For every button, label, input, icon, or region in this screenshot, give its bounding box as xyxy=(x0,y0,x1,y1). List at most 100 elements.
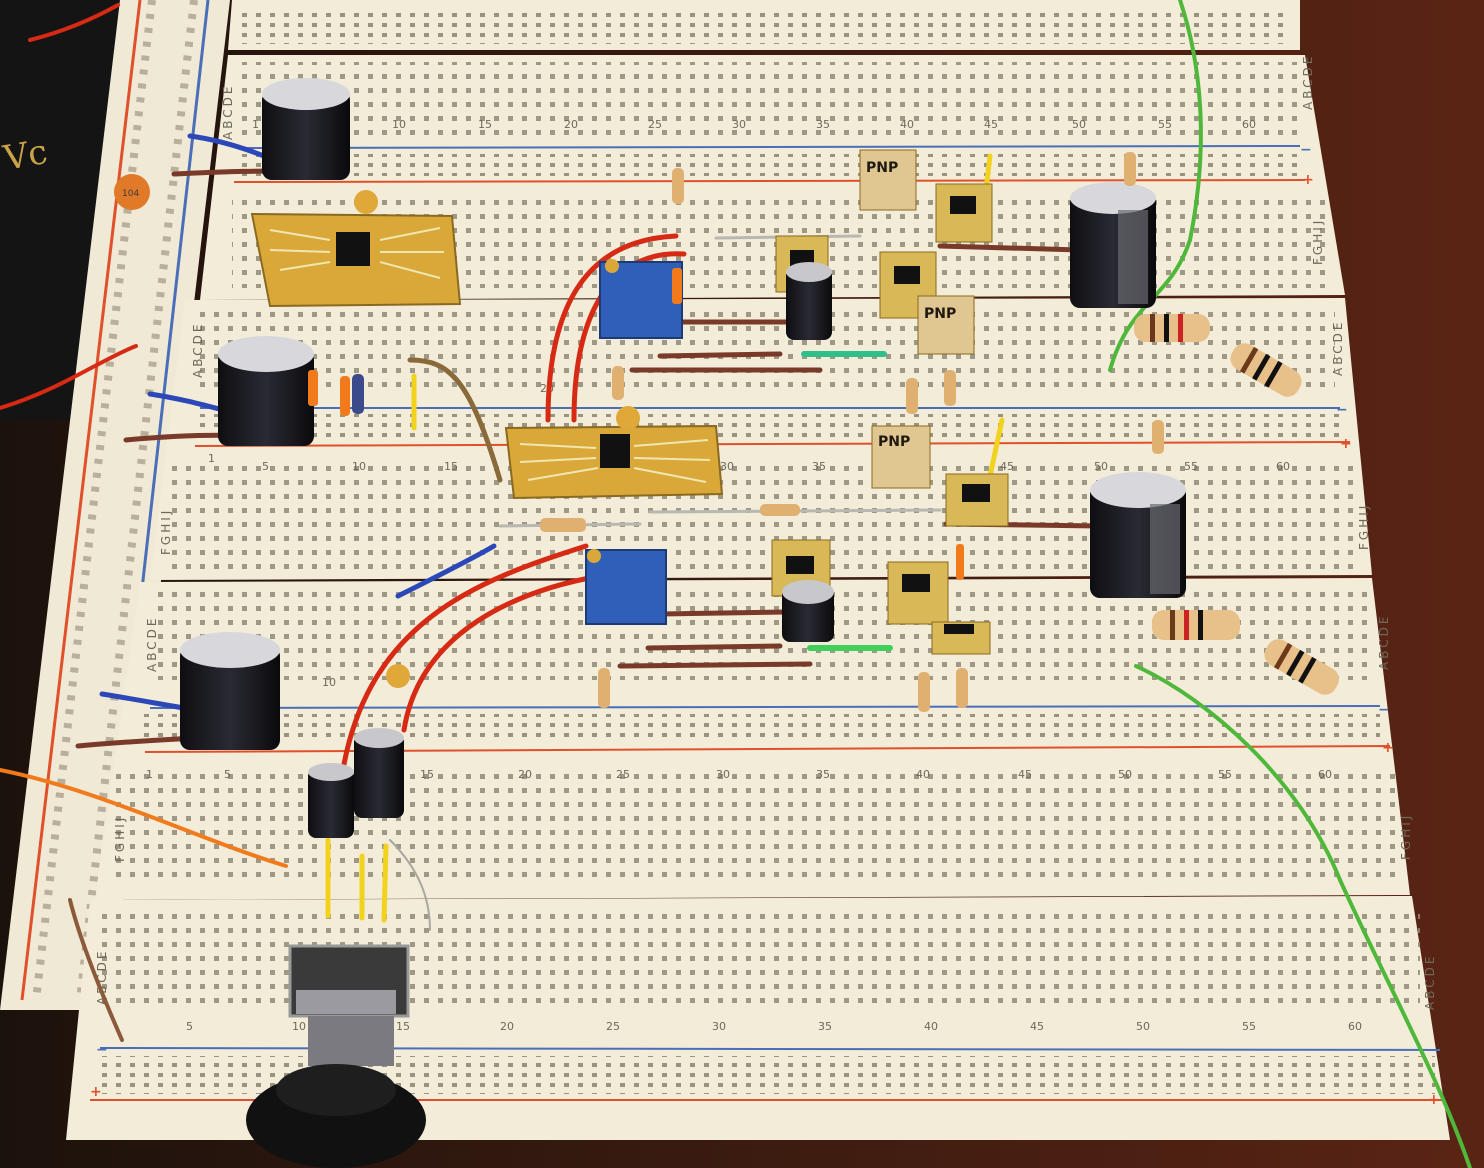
svg-text:50: 50 xyxy=(1136,1020,1150,1033)
trim-potentiometers xyxy=(585,259,683,625)
brown-wire xyxy=(645,643,783,651)
svg-text:5: 5 xyxy=(262,460,269,473)
blue-wire xyxy=(395,543,497,599)
svg-text:20: 20 xyxy=(564,118,578,131)
breadboard-2: ABCDE FGHIJ ABCDE FGHIJ − + 1 5 10 15 20… xyxy=(150,298,1372,580)
row-labels-fghij-3: FGHIJ xyxy=(113,815,127,862)
svg-text:55: 55 xyxy=(1242,1020,1256,1033)
svg-text:20: 20 xyxy=(518,768,532,781)
brown-wire xyxy=(937,243,1083,253)
svg-text:40: 40 xyxy=(900,118,914,131)
row-labels-fghij-2-right: FGHIJ xyxy=(1357,503,1371,550)
row-labels-abcde-3-right: ABCDE xyxy=(1377,614,1391,670)
svg-text:1: 1 xyxy=(252,118,259,131)
pnp-label: PNP xyxy=(878,434,910,450)
svg-text:25: 25 xyxy=(616,768,630,781)
column-numbers-board3: 1 5 10 15 20 25 30 35 40 45 50 55 60 xyxy=(146,676,1332,781)
brown-wire xyxy=(657,609,789,617)
svg-text:55: 55 xyxy=(1218,768,1232,781)
svg-text:55: 55 xyxy=(1158,118,1172,131)
svg-text:1: 1 xyxy=(146,768,153,781)
svg-text:60: 60 xyxy=(1348,1020,1362,1033)
svg-text:40: 40 xyxy=(916,768,930,781)
svg-text:60: 60 xyxy=(1276,460,1290,473)
row-labels-abcde: ABCDE xyxy=(221,84,235,140)
svg-text:45: 45 xyxy=(984,118,998,131)
red-wire xyxy=(545,233,679,423)
svg-text:35: 35 xyxy=(812,460,826,473)
row-labels-abcde-right: ABCDE xyxy=(1301,54,1315,110)
red-wire xyxy=(401,573,603,733)
capacitor xyxy=(354,728,404,818)
capacitor xyxy=(782,580,834,642)
row-labels-fghij-2: FGHIJ xyxy=(159,508,173,555)
capacitor xyxy=(1090,472,1186,598)
capacitor xyxy=(1070,182,1156,308)
plus-sign: + xyxy=(90,1084,102,1100)
svg-text:35: 35 xyxy=(816,118,830,131)
svg-text:10: 10 xyxy=(322,676,336,689)
red-wire xyxy=(337,543,589,793)
svg-text:40: 40 xyxy=(924,1020,938,1033)
svg-text:5: 5 xyxy=(224,768,231,781)
resistor xyxy=(1152,610,1240,640)
red-wire xyxy=(28,3,120,42)
svg-text:45: 45 xyxy=(1000,460,1014,473)
capacitor xyxy=(262,78,350,180)
brown-wire xyxy=(657,351,783,359)
op-amp-adapter-board-2 xyxy=(504,424,724,500)
minus-sign: − xyxy=(1300,142,1312,158)
svg-text:45: 45 xyxy=(1030,1020,1044,1033)
row-labels-fghij-3-right: FGHIJ xyxy=(1399,813,1413,860)
row-labels-abcde-3: ABCDE xyxy=(145,616,159,672)
svg-text:25: 25 xyxy=(648,118,662,131)
row-labels-fghij-right: FGHIJ xyxy=(1311,218,1325,265)
brown-wire xyxy=(68,898,124,1042)
row-labels-abcde-2: ABCDE xyxy=(191,322,205,378)
pnp-label: PNP xyxy=(866,160,898,176)
panel-text: Vc xyxy=(0,132,51,179)
svg-text:15: 15 xyxy=(396,1020,410,1033)
row-labels-abcde-4-right: ABCDE xyxy=(1423,954,1437,1010)
plus-sign: + xyxy=(1340,436,1352,452)
svg-text:60: 60 xyxy=(1242,118,1256,131)
svg-text:60: 60 xyxy=(1318,768,1332,781)
brown-wire xyxy=(617,661,813,669)
svg-text:10: 10 xyxy=(292,1020,306,1033)
rotary-potentiometer xyxy=(246,944,426,1168)
capacitor xyxy=(218,336,314,446)
pnp-label: PNP xyxy=(924,306,956,322)
resistors xyxy=(308,152,1339,712)
svg-text:15: 15 xyxy=(444,460,458,473)
minus-sign: − xyxy=(1336,402,1348,418)
column-numbers-board4: 5 10 15 20 25 30 35 40 45 50 55 60 xyxy=(186,1020,1362,1033)
svg-text:30: 30 xyxy=(732,118,746,131)
svg-text:5: 5 xyxy=(186,1020,193,1033)
plus-sign: + xyxy=(1428,1092,1440,1108)
minus-sign: − xyxy=(1378,702,1390,718)
resistor xyxy=(1230,343,1302,397)
column-numbers-board1: 1 5 10 15 20 25 30 35 40 45 50 55 60 xyxy=(252,118,1256,131)
row-labels-abcde-2-right: ABCDE xyxy=(1331,320,1345,376)
resistor xyxy=(1264,639,1339,695)
ceramic-capacitors: 104 xyxy=(114,174,640,688)
svg-text:35: 35 xyxy=(818,1020,832,1033)
orange-wire xyxy=(0,768,288,868)
svg-text:1: 1 xyxy=(208,452,215,465)
capacitor xyxy=(180,632,280,750)
ceramic-capacitor-104 xyxy=(114,174,150,210)
green-wire xyxy=(1108,0,1203,372)
op-amp-adapter-board-1 xyxy=(250,212,462,308)
row-labels-abcde-4: ABCDE xyxy=(95,949,109,1005)
svg-text:50: 50 xyxy=(1118,768,1132,781)
svg-text:10: 10 xyxy=(352,460,366,473)
svg-text:50: 50 xyxy=(1072,118,1086,131)
svg-text:30: 30 xyxy=(716,768,730,781)
brown-wire xyxy=(407,357,503,483)
capacitor xyxy=(308,763,354,838)
svg-text:15: 15 xyxy=(420,768,434,781)
svg-text:15: 15 xyxy=(478,118,492,131)
svg-text:50: 50 xyxy=(1094,460,1108,473)
plus-sign: + xyxy=(1382,740,1394,756)
